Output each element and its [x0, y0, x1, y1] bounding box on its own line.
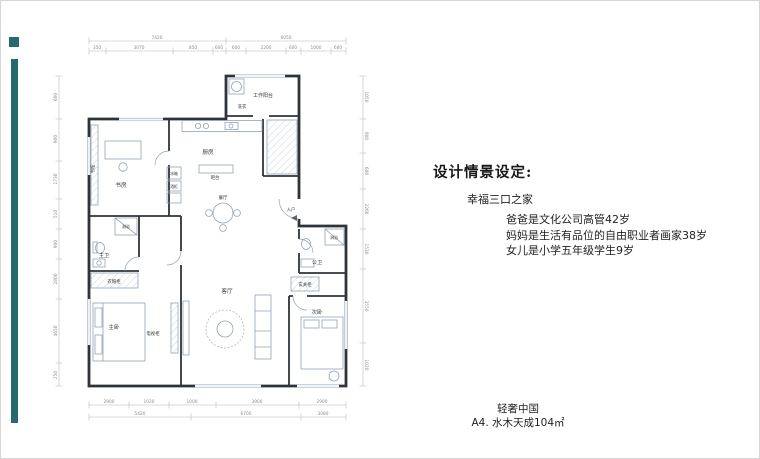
- dim-label: 1730: [53, 173, 59, 184]
- dim-label: 1000: [187, 399, 198, 405]
- scenario-heading: 设计情景设定:: [433, 164, 533, 181]
- room-label-tv-cabinet: 电视柜: [146, 330, 160, 337]
- room-label-guest-bath: 公卫: [312, 260, 322, 266]
- dim-label: 7420: [152, 35, 163, 41]
- room-label-second-bedroom: 次卧: [311, 308, 323, 316]
- design-scenario: 设计情景设定: 幸福三口之家 爸爸是文化公司高管42岁 妈妈是生活有品位的自由职…: [433, 161, 707, 259]
- windows: [86, 73, 349, 389]
- dim-label: 900: [53, 240, 59, 248]
- dim-label: 3900: [252, 399, 263, 405]
- dim-label: 3080: [318, 411, 329, 417]
- dim-label: 250: [53, 371, 59, 379]
- room-label-fridge: 冰箱: [170, 171, 178, 176]
- room-label-study: 书房: [115, 181, 127, 189]
- dim-label: 600: [232, 45, 240, 51]
- dim-label: 3550: [363, 301, 369, 312]
- scenario-line-mother: 妈妈是生活有品位的自由职业者画家38岁: [506, 228, 707, 242]
- dim-label: 4650: [53, 325, 59, 336]
- dim-label: 2900: [104, 399, 115, 405]
- room-label-shower-master: 淋浴: [122, 224, 130, 229]
- scenario-line-daughter: 女儿是小学五年级学生9岁: [506, 244, 634, 257]
- furniture: [90, 78, 345, 382]
- walls: [87, 74, 348, 388]
- room-label-dining: 餐厅: [219, 194, 228, 201]
- dim-label: 600: [53, 93, 59, 101]
- dim-label: 900: [363, 132, 369, 140]
- room-label-laundry: 洗衣: [238, 103, 247, 110]
- dim-label: 350: [93, 45, 101, 51]
- dim-label: 1530: [363, 244, 369, 255]
- dim-label: 1020: [144, 399, 155, 405]
- room-label-work-balcony: 工作阳台: [253, 92, 273, 99]
- dim-label: 600: [334, 45, 342, 51]
- scenario-lines: 爸爸是文化公司高管42岁 妈妈是生活有品位的自由职业者画家38岁 女儿是小学五年…: [506, 212, 707, 259]
- scenario-line-father: 爸爸是文化公司高管42岁: [506, 213, 630, 226]
- entry-arrow-icon: [291, 215, 297, 221]
- dim-label: 1050: [363, 92, 369, 103]
- dim-label: 2260: [363, 204, 369, 215]
- dim-label: 900: [53, 135, 59, 143]
- dim-label: 850: [189, 45, 197, 51]
- dim-label: 600: [289, 45, 297, 51]
- dim-label: 5420: [135, 411, 146, 417]
- floor-plan: 7420 6050 350 3070 850 600 600 2200 600 …: [53, 35, 369, 421]
- dim-label: 2200: [261, 45, 272, 51]
- dimension-lines: 7420 6050 350 3070 850 600 600 2200 600 …: [53, 35, 369, 421]
- room-label-bar: 吧台: [211, 174, 220, 181]
- dim-label: 600: [363, 167, 369, 175]
- dim-label: 1020: [363, 360, 369, 371]
- room-label-master-bath: 主卫: [99, 252, 109, 259]
- dim-label: 2900: [317, 399, 328, 405]
- door-swings: [124, 150, 314, 311]
- room-label-wine-cabinet: 酒柜: [170, 184, 178, 189]
- room-label-master-bedroom: 主卧: [108, 323, 120, 331]
- dim-label: 3070: [134, 45, 145, 51]
- accent-square: [9, 37, 19, 47]
- series-name: 轻奢中国: [497, 403, 539, 415]
- room-label-wardrobe: 衣帽柜: [107, 278, 121, 285]
- footer-caption: 轻奢中国 A4. 水木天成104㎡: [418, 402, 618, 430]
- dim-label: 1000: [311, 45, 322, 51]
- room-label-hall-cabinet: 玄关柜: [298, 281, 312, 288]
- room-label-entry: 入户: [287, 206, 296, 213]
- dim-label: 2800: [53, 273, 59, 284]
- room-label-living-room: 客厅: [221, 287, 233, 295]
- dim-label: 6050: [281, 35, 292, 41]
- scenario-subtitle: 幸福三口之家: [467, 193, 533, 206]
- project-title: A4. 水木天成104㎡: [471, 417, 565, 429]
- room-label-bookcase: 书柜: [90, 164, 97, 173]
- dim-label: 510: [53, 210, 59, 218]
- accent-bar: [11, 59, 18, 423]
- dim-label: 600: [215, 45, 223, 51]
- room-label-shower-guest: 淋浴: [330, 235, 338, 240]
- dim-label: 6700: [241, 411, 252, 417]
- room-label-kitchen: 厨房: [202, 148, 214, 156]
- room-labels: 工作阳台 洗衣 厨房 吧台 餐厅 书房 书柜 冰箱 酒柜 主卫 淋浴 衣帽柜 主…: [90, 92, 338, 337]
